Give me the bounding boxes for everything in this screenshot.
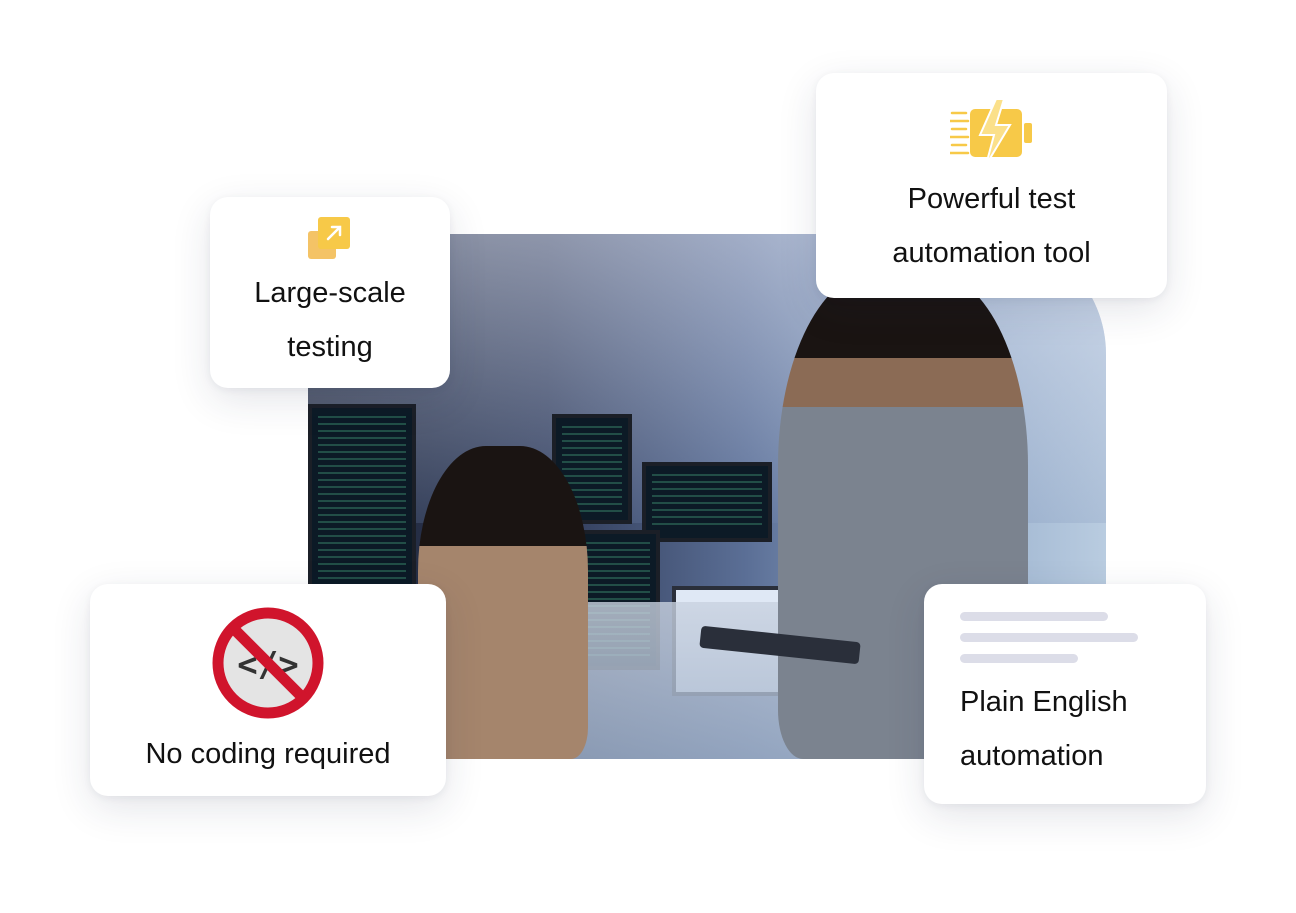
monitor-left xyxy=(308,404,416,594)
no-code-label: No coding required xyxy=(145,738,391,770)
expand-arrow-icon xyxy=(308,217,350,259)
powerful-label: Powerful test automation tool xyxy=(892,183,1091,269)
feature-card-powerful: Powerful test automation tool xyxy=(816,73,1167,298)
feature-card-no-code: </> No coding required xyxy=(90,584,446,796)
no-code-icon: </> xyxy=(212,607,324,719)
lightning-battery-icon xyxy=(948,98,1032,166)
large-scale-label: Large-scale testing xyxy=(254,277,406,363)
feature-card-large-scale: Large-scale testing xyxy=(210,197,450,388)
feature-card-plain-english: Plain English automation xyxy=(924,584,1206,804)
monitor-mid xyxy=(642,462,772,542)
plain-english-label: Plain English automation xyxy=(960,686,1128,772)
text-lines-icon xyxy=(960,612,1206,663)
person-woman xyxy=(418,446,588,759)
